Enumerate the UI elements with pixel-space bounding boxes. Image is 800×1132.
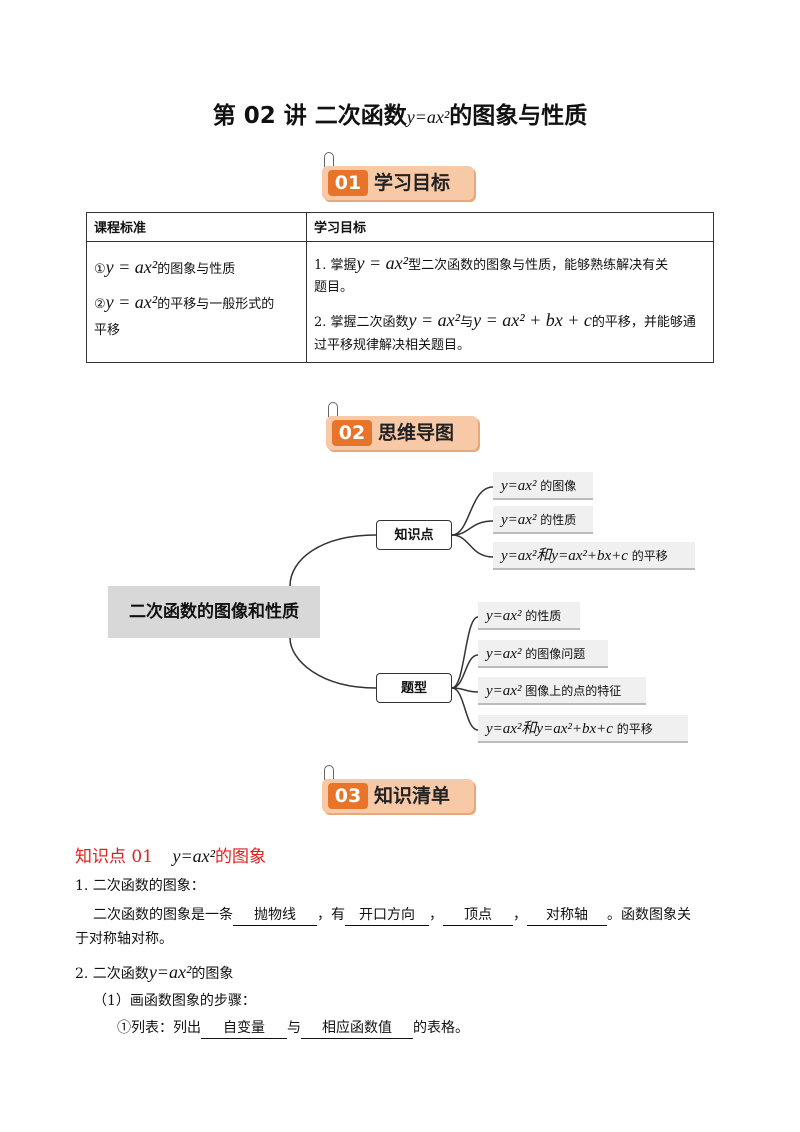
standard-cell: ①y = ax²的图象与性质 ②y = ax²的平移与一般形式的 平移 bbox=[86, 241, 307, 363]
p3-text-a: 2. 二次函数 bbox=[75, 966, 149, 982]
p2-text-a: 二次函数的图象是一条 bbox=[93, 907, 233, 923]
goals-table: 课程标准 学习目标 ①y = ax²的图象与性质 ②y = ax²的平移与一般形… bbox=[86, 212, 714, 363]
blank-vertex: 顶点 bbox=[443, 905, 513, 926]
leaf-text: 的性质 bbox=[540, 513, 577, 527]
blank-function-value: 相应函数值 bbox=[301, 1018, 413, 1039]
mindmap-leaf: y=ax² 的图像 bbox=[493, 472, 593, 500]
p5-text-a: ①列表：列出 bbox=[117, 1020, 201, 1036]
mindmap-leaf: y=ax² 的图像问题 bbox=[478, 640, 608, 668]
kp-prefix: 知识点 01 bbox=[75, 847, 154, 867]
paragraph-5: ①列表：列出自变量与相应函数值的表格。 bbox=[117, 1018, 469, 1039]
leaf-formula: y=ax² bbox=[501, 512, 537, 528]
title-formula: y=ax² bbox=[406, 107, 450, 127]
p3-text-b: 的图象 bbox=[191, 966, 234, 982]
badge-number: 01 bbox=[328, 170, 368, 196]
mindmap-leaf: y=ax² 的性质 bbox=[478, 602, 580, 630]
goal1-text: 型二次函数的图象与性质，能够熟练解决有关 bbox=[408, 258, 669, 273]
leaf-text: 的性质 bbox=[525, 609, 562, 623]
item2-text: 的平移与一般形式的 bbox=[157, 297, 275, 312]
goal2-text: 的平移，并能够通 bbox=[591, 315, 696, 330]
goal-cell: 1. 掌握y = ax²型二次函数的图象与性质，能够熟练解决有关 题目。 2. … bbox=[306, 241, 714, 363]
connector-t4 bbox=[451, 687, 479, 731]
badge-label: 知识清单 bbox=[374, 785, 451, 807]
connector-k3 bbox=[451, 534, 494, 558]
connector-t1 bbox=[451, 616, 479, 689]
title-suffix: 的图象与性质 bbox=[449, 103, 588, 129]
leaf-formula: y=ax² bbox=[486, 683, 522, 699]
connector-t2 bbox=[451, 654, 479, 689]
mindmap-leaf: y=ax²和y=ax²+bx+c 的平移 bbox=[478, 715, 688, 743]
connector-k2 bbox=[451, 520, 494, 536]
connector-root-knowledge bbox=[289, 534, 377, 587]
kp-formula: y=ax² bbox=[172, 846, 215, 866]
item1-mark: ① bbox=[94, 262, 106, 277]
badge-number: 02 bbox=[332, 420, 372, 446]
goal1-formula: y = ax² bbox=[356, 253, 409, 273]
p2-text-c: 。函数图象关 bbox=[607, 907, 691, 923]
title-prefix: 第 02 讲 二次函数 bbox=[212, 103, 407, 129]
goal2-mid: 与 bbox=[460, 315, 474, 330]
paragraph-2: 二次函数的图象是一条抛物线，有开口方向，顶点，对称轴。函数图象关 bbox=[93, 905, 733, 926]
p2-text-b: ，有 bbox=[317, 907, 345, 923]
leaf-formula: y=ax² bbox=[486, 646, 522, 662]
mindmap-root: 二次函数的图像和性质 bbox=[108, 586, 320, 638]
goal2-prefix: 2. 掌握二次函数 bbox=[314, 315, 409, 330]
badge-label: 思维导图 bbox=[378, 422, 455, 444]
leaf-formula: y=ax² bbox=[486, 608, 522, 624]
blank-parabola: 抛物线 bbox=[233, 905, 317, 926]
blank-independent-variable: 自变量 bbox=[201, 1018, 287, 1039]
mindmap-branch-knowledge: 知识点 bbox=[376, 520, 452, 550]
section-badge-knowledge: 03 知识清单 bbox=[322, 765, 480, 813]
badge-label: 学习目标 bbox=[374, 172, 451, 194]
goal2-text-cont: 过平移规律解决相关题目。 bbox=[314, 338, 471, 353]
goal2-formula2: y = ax² + bx + c bbox=[473, 310, 592, 330]
goal1-prefix: 1. 掌握 bbox=[314, 258, 357, 273]
kp-suffix: 的图象 bbox=[214, 847, 266, 867]
p3-formula: y=ax² bbox=[148, 962, 192, 982]
item2-text-cont: 平移 bbox=[94, 323, 121, 338]
mindmap-leaf: y=ax² 图像上的点的特征 bbox=[478, 677, 646, 705]
leaf-text: 的图像问题 bbox=[525, 647, 586, 661]
section-badge-goals: 01 学习目标 bbox=[322, 152, 480, 200]
mindmap-branch-types: 题型 bbox=[376, 673, 452, 703]
goal1-text-cont: 题目。 bbox=[314, 280, 354, 295]
table-header-standard: 课程标准 bbox=[86, 212, 307, 242]
goal2-formula1: y = ax² bbox=[408, 310, 461, 330]
leaf-text: 的平移 bbox=[616, 722, 653, 736]
p5-text-b: 与 bbox=[287, 1020, 301, 1036]
leaf-text: 的平移 bbox=[631, 549, 668, 563]
blank-opening-direction: 开口方向 bbox=[345, 905, 429, 926]
leaf-text: 图像上的点的特征 bbox=[525, 684, 622, 698]
leaf-text: 的图像 bbox=[540, 479, 577, 493]
paragraph-2-cont: 于对称轴对称。 bbox=[75, 931, 173, 947]
connector-root-types bbox=[289, 637, 377, 689]
leaf-formula: y=ax² bbox=[501, 478, 537, 494]
mindmap-leaf: y=ax²和y=ax²+bx+c 的平移 bbox=[493, 542, 695, 570]
badge-number: 03 bbox=[328, 783, 368, 809]
table-header-goal: 学习目标 bbox=[306, 212, 714, 242]
item2-formula: y = ax² bbox=[105, 292, 158, 312]
paragraph-3: 2. 二次函数y=ax²的图象 bbox=[75, 962, 233, 984]
item1-text: 的图象与性质 bbox=[157, 262, 236, 277]
p2-sep1: ， bbox=[429, 907, 443, 923]
leaf-formula: y=ax²和y=ax²+bx+c bbox=[501, 548, 628, 564]
blank-axis: 对称轴 bbox=[527, 905, 607, 926]
connector-k1 bbox=[451, 486, 494, 536]
paragraph-1: 1. 二次函数的图象： bbox=[75, 878, 205, 894]
mindmap-leaf: y=ax² 的性质 bbox=[493, 506, 593, 534]
item2-mark: ② bbox=[94, 297, 106, 312]
paragraph-4: （1）画函数图象的步骤： bbox=[93, 993, 256, 1009]
p2-sep2: ， bbox=[513, 907, 527, 923]
item1-formula: y = ax² bbox=[105, 257, 158, 277]
section-badge-mindmap: 02 思维导图 bbox=[326, 402, 484, 450]
page-title: 第 02 讲 二次函数y=ax²的图象与性质 bbox=[0, 96, 800, 130]
leaf-formula: y=ax²和y=ax²+bx+c bbox=[486, 721, 613, 737]
knowledge-point-heading: 知识点 01 y=ax²的图象 bbox=[75, 842, 266, 867]
p5-text-c: 的表格。 bbox=[413, 1020, 469, 1036]
